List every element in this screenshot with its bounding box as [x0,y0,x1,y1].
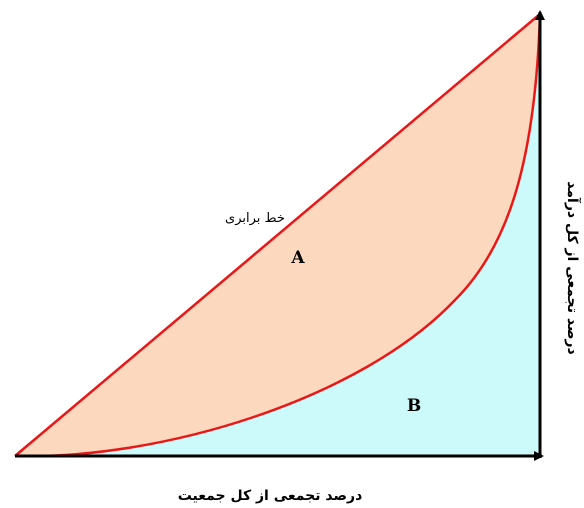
region-b-area [15,14,540,457]
region-a-label: A [290,248,305,268]
region-b-label: B [407,396,421,416]
y-axis-label: درصد تجمعی از کل درآمد [564,181,582,354]
equality-line [14,13,541,457]
x-axis-label: درصد تجمعی از کل جمعیت [178,488,363,504]
lorenz-curve [14,13,542,458]
equality-line-label: خط برابری [225,211,285,226]
